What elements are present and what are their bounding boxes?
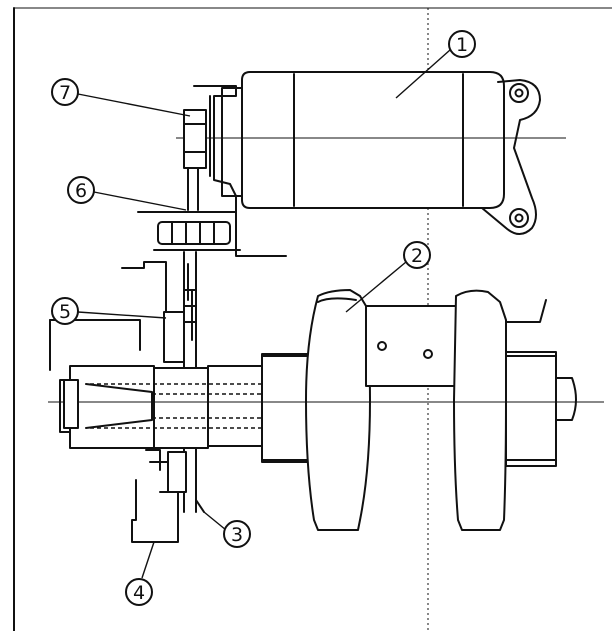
callout-4: 4 [125,541,155,606]
callout-7: 7 [51,78,191,117]
callout-2: 2 [345,241,431,313]
starter-pinion [183,109,207,211]
housing [49,319,187,543]
crankshaft [48,289,604,531]
svg-text:2: 2 [411,245,423,267]
svg-text:6: 6 [75,180,87,202]
callout-3: 3 [203,511,251,548]
svg-text:5: 5 [59,301,71,323]
callout-1: 1 [395,30,476,99]
svg-text:3: 3 [231,524,243,546]
starter-motor [176,71,566,235]
callout-5: 5 [51,297,167,325]
svg-text:7: 7 [59,82,71,104]
idle-gear [137,211,287,257]
crank-front-hub [59,365,290,449]
svg-text:1: 1 [456,34,468,56]
callout-6: 6 [67,176,187,211]
svg-text:4: 4 [133,582,145,604]
